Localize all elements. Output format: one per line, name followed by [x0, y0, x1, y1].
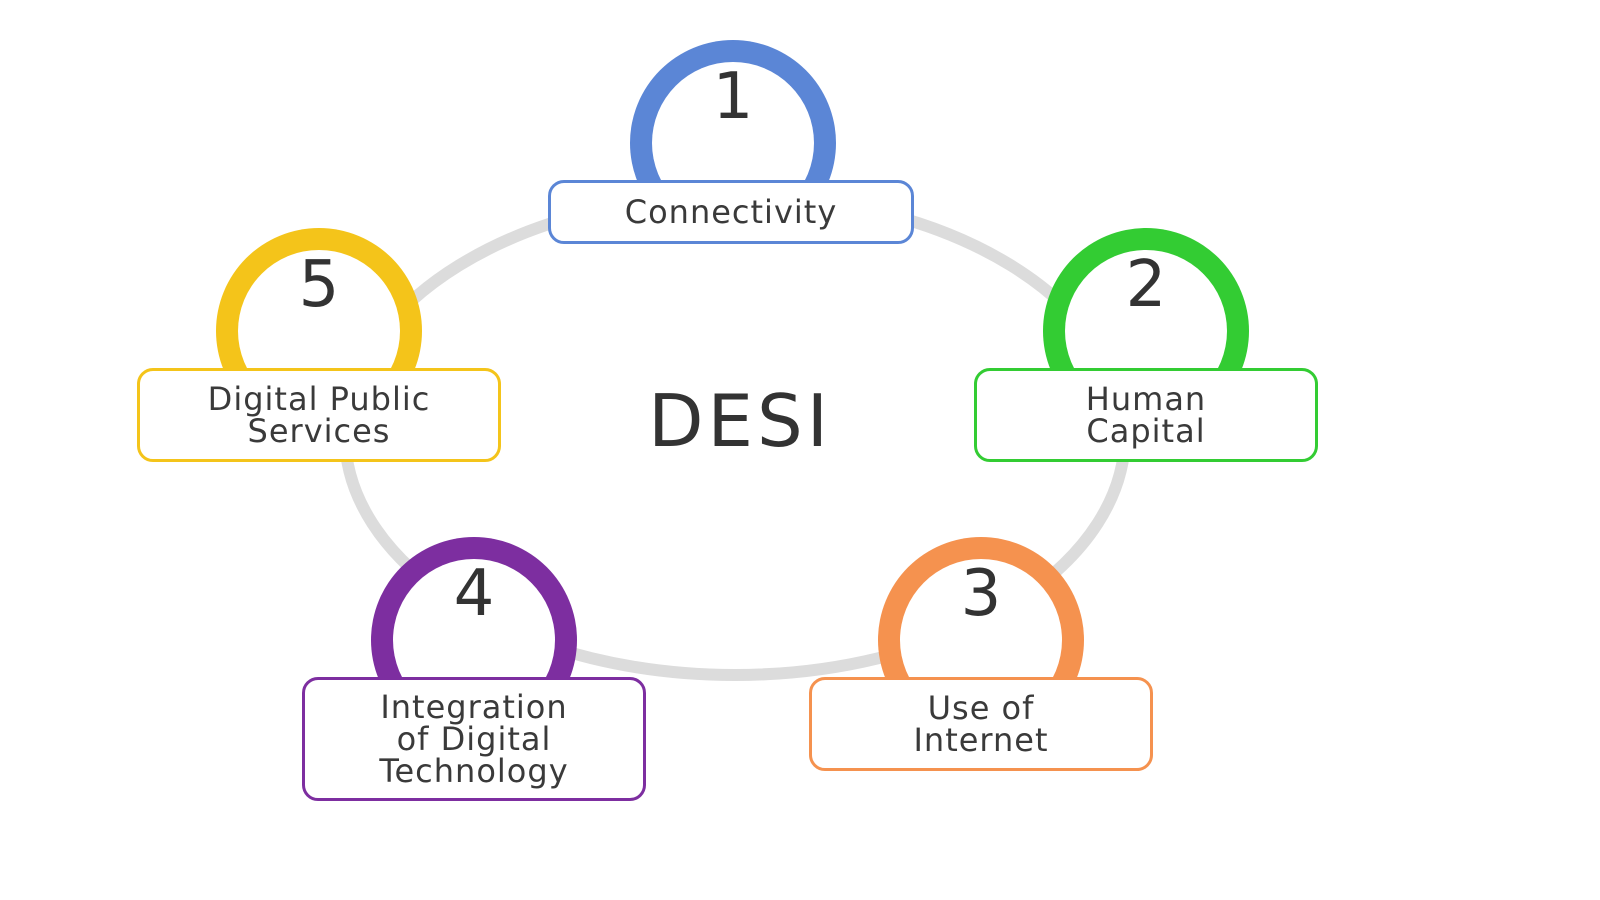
step-2-box: Human Capital — [974, 368, 1318, 462]
step-3-number: 3 — [960, 557, 1002, 631]
step-4-box: Integration of Digital Technology — [302, 677, 646, 801]
step-5-number: 5 — [298, 248, 340, 322]
step-3-box: Use of Internet — [809, 677, 1153, 771]
step-2-label: Human Capital — [1085, 380, 1207, 450]
step-1-label: Connectivity — [624, 193, 838, 231]
step-5-label: Digital Public Services — [207, 380, 431, 450]
step-4-label: Integration of Digital Technology — [379, 688, 569, 790]
step-1-box: Connectivity — [548, 180, 914, 244]
step-5-box: Digital Public Services — [137, 368, 501, 462]
center-title: DESI — [648, 379, 832, 463]
step-4-number: 4 — [453, 557, 495, 631]
step-1-number: 1 — [712, 60, 754, 134]
step-2-number: 2 — [1125, 248, 1167, 322]
step-3-label: Use of Internet — [913, 689, 1049, 759]
